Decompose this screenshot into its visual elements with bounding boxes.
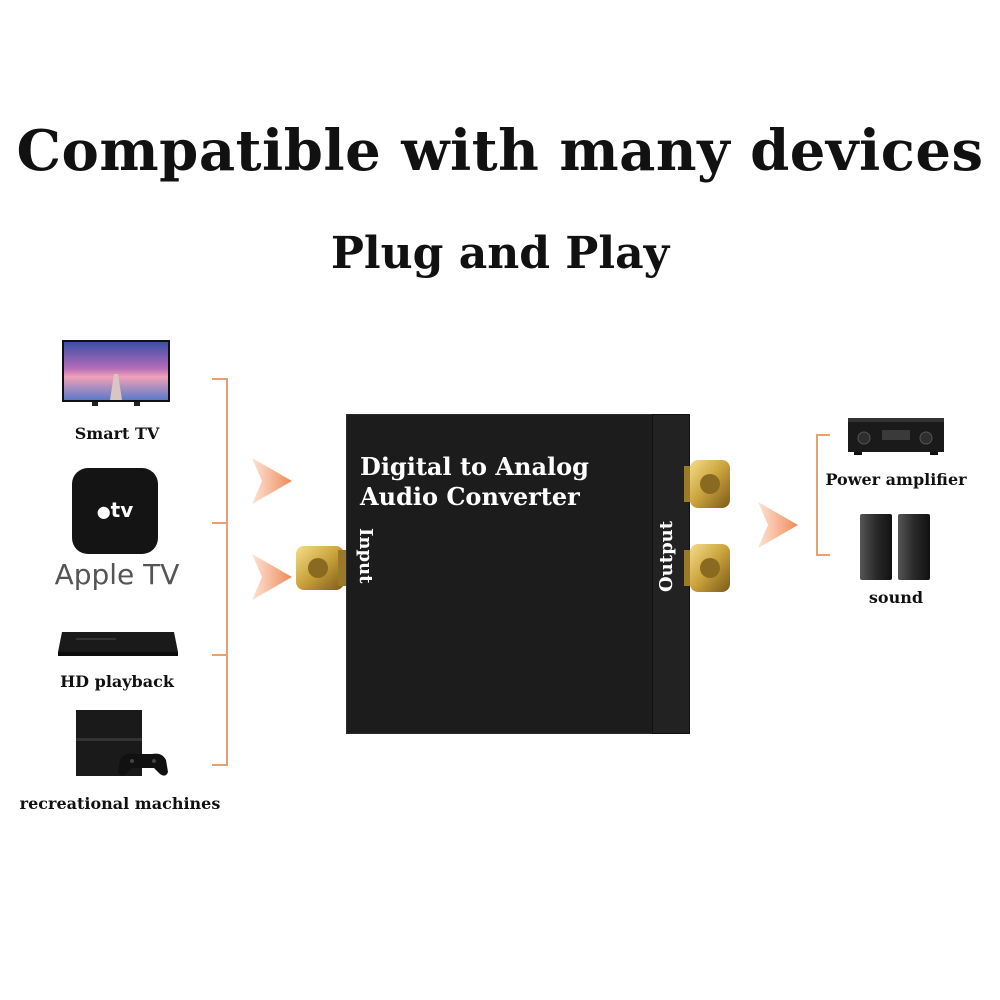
output-port-label: Output xyxy=(656,520,677,592)
converter-title-line2: Audio Converter xyxy=(360,482,580,511)
input-bracket-tick xyxy=(212,654,228,656)
speakers-icon xyxy=(860,514,930,580)
input-bracket-tick xyxy=(212,378,228,380)
device-label-power-amplifier: Power amplifier xyxy=(825,470,967,489)
arrow-right-icon xyxy=(252,554,292,600)
device-label-hd-playback: HD playback xyxy=(60,672,174,691)
output-bracket-tick xyxy=(816,554,830,556)
input-bracket-tick xyxy=(212,764,228,766)
input-jack-icon xyxy=(296,546,350,590)
output-jack-icon xyxy=(684,460,730,508)
device-label-smart-tv: Smart TV xyxy=(74,424,160,443)
input-port-label: Input xyxy=(355,528,376,584)
page-subheadline: Plug and Play xyxy=(330,228,670,279)
input-bracket xyxy=(226,378,228,766)
power-amplifier-icon xyxy=(848,418,944,455)
device-label-recreational-machines: recreational machines xyxy=(19,794,221,813)
page-headline: Compatible with many devices xyxy=(16,118,984,184)
arrow-right-icon xyxy=(252,458,292,504)
converter-title-line1: Digital to Analog xyxy=(360,452,589,481)
output-bracket xyxy=(816,434,818,556)
output-jack-icon xyxy=(684,544,730,592)
hd-player-icon xyxy=(58,632,178,656)
game-console-icon xyxy=(76,710,168,776)
device-label-sound: sound xyxy=(868,588,924,607)
output-bracket-tick xyxy=(816,434,830,436)
smart-tv-icon xyxy=(62,340,170,406)
input-bracket-tick xyxy=(212,522,228,524)
arrow-right-icon xyxy=(758,502,798,548)
apple-tv-icon: ●tv xyxy=(72,468,158,554)
device-label-apple-tv: Apple TV xyxy=(54,558,180,591)
